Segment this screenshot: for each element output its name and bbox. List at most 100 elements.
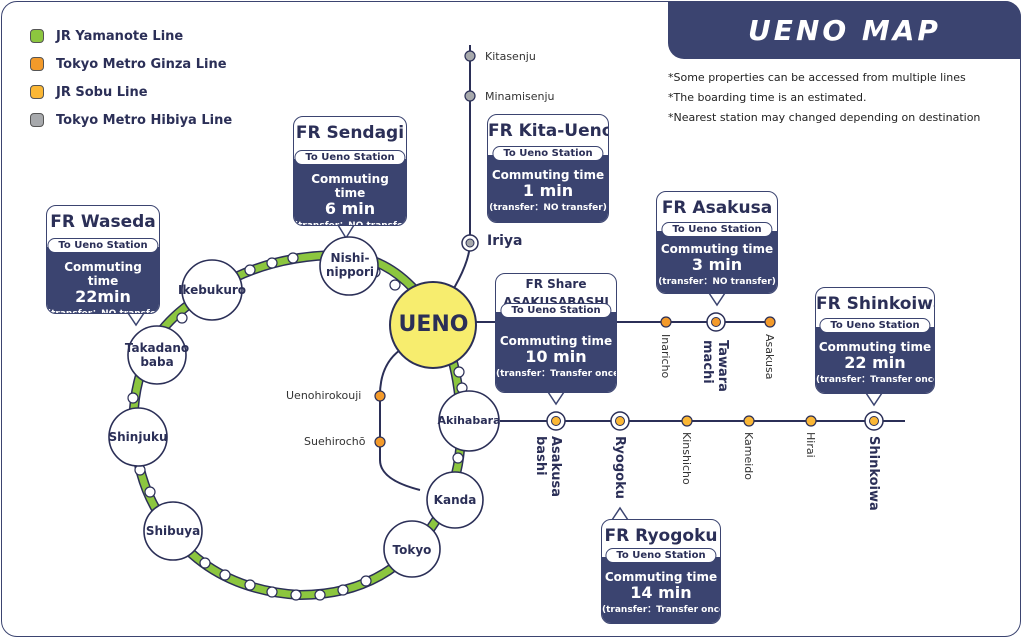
- station-akihabara: Akihabara: [437, 414, 501, 427]
- station-asakusabashi: Asakusa bashi: [533, 436, 563, 497]
- notes: *Some properties can be accessed from mu…: [668, 68, 980, 128]
- major-stations: [108, 236, 500, 578]
- station-kitasenju: Kitasenju: [485, 50, 536, 63]
- card-sendagi-to: To Ueno Station: [294, 150, 406, 165]
- legend-label-sobu: JR Sobu Line: [56, 84, 148, 100]
- station-takadanobaba: Takadano baba: [124, 341, 190, 369]
- card-asakusa-title: FR Asakusa: [661, 198, 773, 218]
- card-asakusabashi-transfer: (transfer：Transfer once): [496, 369, 617, 379]
- station-ikebukuro: Ikebukuro: [177, 283, 247, 297]
- note-1: *Some properties can be accessed from mu…: [668, 71, 966, 84]
- station-suehirocho: Suehirochō: [304, 435, 366, 448]
- card-waseda-info: To Ueno Station Commuting time 22min (tr…: [47, 238, 160, 314]
- yamanote-minor-stations: [127, 252, 468, 601]
- card-asakusa-transfer: (transfer：NO transfer): [658, 277, 776, 287]
- card-kitaueno[interactable]: FR Kita-Ueno To Ueno Station Commuting t…: [487, 114, 609, 223]
- station-ueno: UENO: [398, 312, 469, 337]
- card-ryogoku-transfer: (transfer：Transfer once): [602, 605, 721, 615]
- station-shinkoiwa: Shinkoiwa: [866, 436, 881, 511]
- card-shinkoiwa-label: Commuting time: [818, 340, 932, 354]
- card-asakusabashi-label: Commuting time: [499, 334, 613, 348]
- card-sendagi-title: FR Sendagi: [295, 123, 405, 143]
- station-iriya: Iriya: [487, 233, 523, 249]
- legend-hibiya: Tokyo Metro Hibiya Line: [30, 106, 232, 134]
- station-kameido: Kameido: [742, 432, 755, 481]
- card-waseda-time: 22min: [75, 287, 131, 306]
- legend-swatch-ginza: [30, 57, 44, 71]
- legend: JR Yamanote Line Tokyo Metro Ginza Line …: [30, 22, 232, 134]
- card-sendagi-transfer: (transfer：NO transfer): [294, 221, 407, 226]
- card-ryogoku-label: Commuting time: [604, 570, 718, 584]
- station-kanda: Kanda: [433, 493, 477, 507]
- card-shinkoiwa-to: To Ueno Station: [819, 318, 931, 333]
- card-ryogoku-time: 14 min: [630, 583, 692, 602]
- card-waseda-title: FR Waseda: [50, 212, 156, 232]
- card-asakusa-time: 3 min: [691, 255, 743, 274]
- map-title: UENO MAP: [748, 13, 941, 47]
- card-asakusa-info: To Ueno Station Commuting time 3 min (tr…: [657, 222, 777, 293]
- card-asakusa[interactable]: FR Asakusa To Ueno Station Commuting tim…: [656, 191, 778, 294]
- card-waseda-label: Commuting time: [64, 260, 142, 288]
- note-2: *The boarding time is an estimated.: [668, 91, 867, 104]
- station-shibuya: Shibuya: [145, 524, 201, 538]
- card-kitaueno-to: To Ueno Station: [492, 146, 604, 161]
- station-kinshicho: Kinshicho: [680, 432, 693, 485]
- card-sendagi[interactable]: FR Sendagi To Ueno Station Commuting tim…: [293, 116, 407, 226]
- card-ryogoku-title: FR Ryogoku: [604, 526, 718, 546]
- station-hirai: Hirai: [804, 432, 817, 458]
- card-shinkoiwa-time: 22 min: [844, 353, 906, 372]
- station-minamisenju: Minamisenju: [485, 90, 555, 103]
- station-uenohirokouji: Uenohirokouji: [286, 389, 362, 402]
- card-shinkoiwa[interactable]: FR Shinkoiwa To Ueno Station Commuting t…: [815, 287, 935, 394]
- card-ryogoku-info: To Ueno Station Commuting time 14 min (t…: [602, 548, 721, 623]
- card-asakusabashi[interactable]: FR Share ASAKUSABASHI To Ueno Station Co…: [495, 273, 617, 393]
- card-asakusabashi-to: To Ueno Station: [500, 303, 612, 318]
- legend-sobu: JR Sobu Line: [30, 78, 232, 106]
- title-banner: UENO MAP: [668, 1, 1021, 59]
- card-ryogoku-to: To Ueno Station: [605, 548, 717, 563]
- card-asakusa-label: Commuting time: [660, 242, 774, 256]
- legend-swatch-hibiya: [30, 113, 44, 127]
- card-shinkoiwa-title: FR Shinkoiwa: [816, 294, 935, 314]
- card-ryogoku[interactable]: FR Ryogoku To Ueno Station Commuting tim…: [601, 519, 721, 624]
- legend-yamanote: JR Yamanote Line: [30, 22, 232, 50]
- station-tokyo: Tokyo: [392, 543, 432, 557]
- legend-ginza: Tokyo Metro Ginza Line: [30, 50, 232, 78]
- card-asakusa-to: To Ueno Station: [661, 222, 773, 237]
- legend-label-hibiya: Tokyo Metro Hibiya Line: [56, 112, 233, 128]
- station-inaricho: Inaricho: [659, 334, 672, 379]
- card-asakusabashi-title-1: FR Share: [525, 277, 587, 291]
- card-asakusabashi-info: To Ueno Station Commuting time 10 min (t…: [496, 303, 617, 392]
- legend-label-yamanote: JR Yamanote Line: [56, 28, 184, 44]
- card-kitaueno-label: Commuting time: [491, 168, 605, 182]
- station-tawaramachi: Tawara machi: [700, 340, 730, 392]
- card-asakusabashi-time: 10 min: [525, 347, 587, 366]
- card-kitaueno-info: To Ueno Station Commuting time 1 min (tr…: [488, 146, 608, 222]
- sobu-line: [500, 411, 905, 431]
- station-ryogoku: Ryogoku: [612, 436, 627, 499]
- card-kitaueno-transfer: (transfer：NO transfer): [489, 203, 607, 213]
- station-asakusa: Asakusa: [763, 334, 776, 380]
- card-waseda[interactable]: FR Waseda To Ueno Station Commuting time…: [46, 205, 160, 314]
- card-shinkoiwa-transfer: (transfer：Transfer once): [816, 375, 935, 385]
- card-kitaueno-time: 1 min: [522, 181, 574, 200]
- card-sendagi-time: 6 min: [324, 199, 376, 218]
- note-3: *Nearest station may changed depending o…: [668, 111, 981, 124]
- card-kitaueno-title: FR Kita-Ueno: [488, 121, 609, 141]
- card-sendagi-label: Commuting time: [311, 172, 389, 200]
- hibiya-line: [439, 45, 479, 311]
- card-shinkoiwa-info: To Ueno Station Commuting time 22 min (t…: [816, 318, 935, 393]
- ueno-station-circle: [389, 281, 477, 369]
- station-shinjuku: Shinjuku: [108, 430, 168, 444]
- legend-swatch-yamanote: [30, 29, 44, 43]
- card-waseda-to: To Ueno Station: [47, 238, 159, 253]
- card-pointers: [127, 224, 883, 521]
- legend-swatch-sobu: [30, 85, 44, 99]
- card-waseda-transfer: (transfer：NO transfer): [47, 309, 160, 314]
- station-nishinippori: Nishi- nippori: [325, 251, 375, 279]
- legend-label-ginza: Tokyo Metro Ginza Line: [56, 56, 227, 72]
- card-sendagi-info: To Ueno Station Commuting time 6 min (tr…: [294, 150, 407, 226]
